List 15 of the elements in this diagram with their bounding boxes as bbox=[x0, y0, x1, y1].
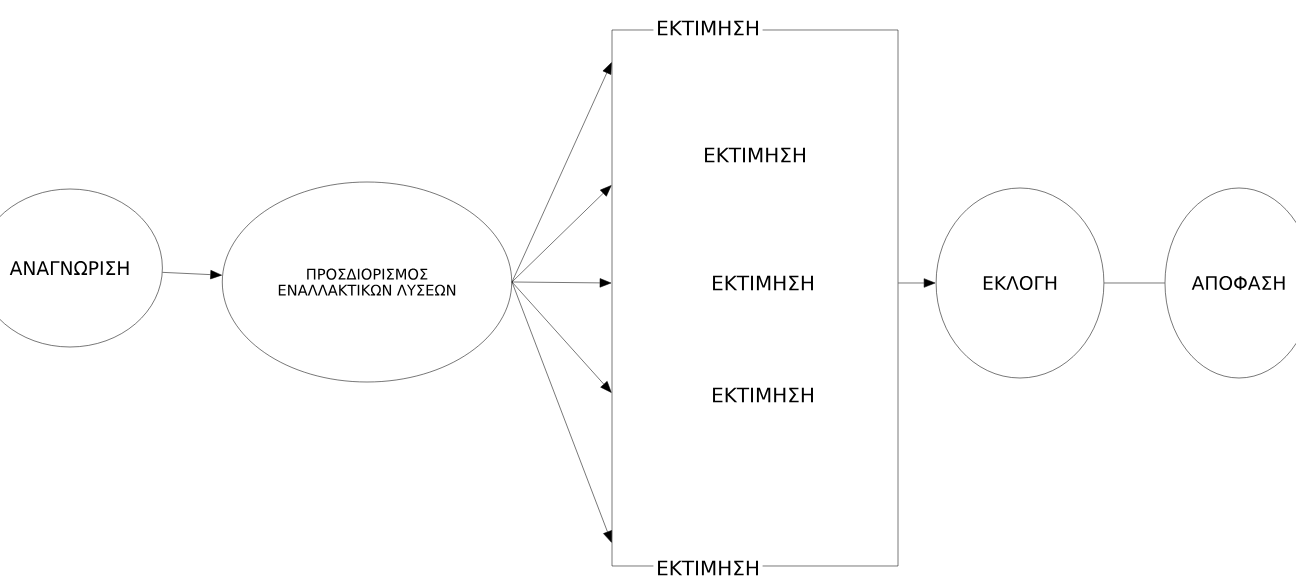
arrow bbox=[511, 62, 612, 283]
evaluation-text: ΕΚΤΙΜΗΣΗ bbox=[708, 273, 818, 293]
arrow bbox=[511, 278, 612, 288]
arrow bbox=[162, 270, 222, 280]
circle-node: ΠΡΟΣΔΙΟΡΙΣΜΟΣ ΕΝΑΛΛΑΚΤΙΚΩΝ ΛΥΣΕΩΝ bbox=[222, 181, 512, 383]
arrow bbox=[511, 281, 612, 543]
evaluation-text: ΕΚΤΙΜΗΣΗ bbox=[700, 145, 810, 165]
arrow bbox=[898, 278, 936, 288]
evaluation-text: ΕΚΤΙΜΗΣΗ bbox=[708, 385, 818, 405]
evaluation-text: ΕΚΤΙΜΗΣΗ bbox=[653, 18, 763, 38]
arrow bbox=[511, 281, 612, 393]
arrow bbox=[511, 185, 612, 283]
evaluation-text: ΕΚΤΙΜΗΣΗ bbox=[653, 558, 763, 578]
connector-line bbox=[1103, 282, 1165, 284]
circle-node: ΕΚΛΟΓΗ bbox=[935, 187, 1105, 379]
